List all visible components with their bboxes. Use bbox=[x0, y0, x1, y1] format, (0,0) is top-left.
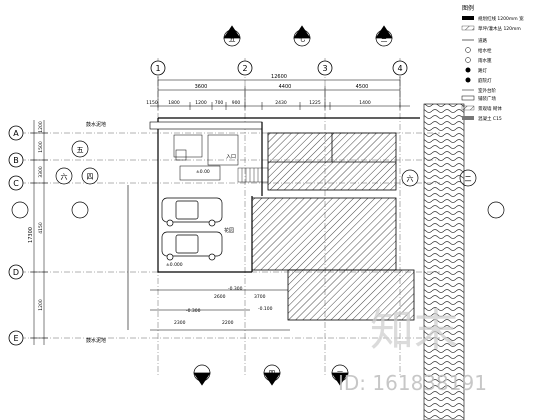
mark-right-1: 六 bbox=[407, 174, 414, 183]
dim-side-4: 4150 bbox=[38, 222, 44, 234]
legend-item-5: 雨水篦 bbox=[478, 57, 492, 64]
dim-sub-4: 900 bbox=[232, 100, 241, 106]
paved-yard bbox=[127, 185, 290, 331]
garden-area-label: 花园 bbox=[224, 227, 234, 234]
section-marks bbox=[11, 25, 505, 386]
legend-item-6: 路灯 bbox=[478, 67, 487, 74]
dim-sub-6: 1225 bbox=[309, 100, 321, 106]
grid-column-bubbles: 1 2 3 4 bbox=[150, 60, 408, 76]
grid-row-a: A bbox=[13, 129, 19, 138]
legend-item-11: 混凝土 C15 bbox=[478, 115, 502, 122]
entrance-rooms bbox=[173, 134, 239, 181]
legend-item-3: 道路 bbox=[478, 37, 487, 44]
dim-sub-2: 1200 bbox=[195, 100, 207, 106]
level-5: ±0.000 bbox=[166, 262, 183, 268]
legend-title: 图例 bbox=[462, 4, 474, 12]
grid-col-2: 2 bbox=[242, 64, 247, 73]
mark-top-2: 七 bbox=[299, 34, 306, 43]
dim-sub-5: 2430 bbox=[275, 100, 287, 106]
legend-item-7: 庭院灯 bbox=[478, 77, 492, 84]
mark-bottom-2: 四 bbox=[269, 370, 276, 378]
grid-row-c: C bbox=[13, 179, 19, 188]
dim-sub-3: 700 bbox=[215, 100, 224, 106]
mark-bottom-1: 一 bbox=[199, 370, 206, 378]
mark-top-1: 五 bbox=[229, 35, 236, 43]
level-4: -0.100 bbox=[258, 306, 273, 312]
dim-2300: 2300 bbox=[174, 320, 186, 326]
mark-top-3: 三 bbox=[381, 35, 388, 43]
legend: 图例 规划红线 1200mm 宽 草坪/灌木丛 120mm 道路 给水栓 雨水篦… bbox=[461, 4, 524, 122]
dim-overall-width: 12600 bbox=[271, 74, 287, 80]
level-1: ±0.00 bbox=[196, 169, 210, 175]
dim-span-2: 4400 bbox=[279, 84, 292, 90]
legend-item-8: 室外台阶 bbox=[478, 87, 496, 94]
watermark-id: ID: 161838191 bbox=[338, 371, 487, 395]
dim-2600: 2600 bbox=[214, 294, 226, 300]
mark-right-2: 二 bbox=[465, 175, 472, 183]
dim-2200: 2200 bbox=[222, 320, 234, 326]
hatched-blocks bbox=[251, 132, 415, 321]
grid-row-b: B bbox=[13, 156, 19, 165]
mark-left-3: 四 bbox=[87, 173, 94, 181]
planting-strip bbox=[423, 103, 465, 420]
parked-cars bbox=[161, 197, 223, 261]
watermark: 知末 ID: 161838191 bbox=[338, 305, 487, 395]
dim-3700: 3700 bbox=[254, 294, 266, 300]
dim-overall-depth: 17300 bbox=[28, 227, 34, 243]
mark-bottom-3: 三 bbox=[337, 370, 344, 378]
level-3: -0.300 bbox=[228, 286, 243, 292]
dim-side-3: 3300 bbox=[38, 166, 44, 178]
section-mark-labels: 五 七 三 五 六 四 六 二 一 四 三 bbox=[61, 34, 472, 378]
mark-left-1: 五 bbox=[77, 146, 84, 154]
dim-span-1: 3600 bbox=[195, 84, 208, 90]
grid-row-bubbles: A B C D E bbox=[8, 125, 24, 346]
entrance-label: 入口 bbox=[226, 154, 236, 160]
legend-item-2: 草坪/灌木丛 120mm bbox=[478, 25, 521, 32]
grid-col-3: 3 bbox=[322, 64, 327, 73]
legend-item-10: 景观墙 砌体 bbox=[478, 105, 502, 112]
top-left-note: 鼓水泥地 bbox=[86, 121, 106, 128]
grid-row-d: D bbox=[13, 268, 19, 277]
annotation-texts: 鼓水泥地 鼓水泥地 入口 花园 ±0.00 -0.300 -0.300 -0.1… bbox=[86, 121, 273, 344]
dim-side-1: 1200 bbox=[38, 121, 44, 133]
grid-col-4: 4 bbox=[397, 64, 402, 73]
dim-sub-7: 1400 bbox=[359, 100, 371, 106]
legend-item-1: 规划红线 1200mm 宽 bbox=[478, 15, 524, 22]
legend-item-4: 给水栓 bbox=[478, 47, 492, 54]
top-dimension-labels: 12600 3600 4400 4500 1150 1800 1200 700 … bbox=[146, 74, 371, 106]
staircase bbox=[237, 167, 269, 183]
dim-side-2: 1500 bbox=[38, 141, 44, 153]
dim-side-5: 1200 bbox=[38, 299, 44, 311]
grid-row-e: E bbox=[13, 334, 18, 343]
grid-col-1: 1 bbox=[155, 64, 160, 73]
bottom-left-note: 鼓水泥地 bbox=[86, 337, 106, 344]
left-dimension-chain bbox=[30, 120, 48, 345]
top-dimension-chain bbox=[150, 76, 410, 110]
dim-sub-1: 1800 bbox=[168, 100, 180, 106]
dim-offset: 1150 bbox=[146, 100, 158, 106]
dim-span-3: 4500 bbox=[356, 84, 369, 90]
left-dimension-labels: 17300 1200 1500 3300 4150 1200 bbox=[28, 121, 44, 311]
level-2: -0.300 bbox=[186, 308, 201, 314]
mark-left-2: 六 bbox=[61, 172, 68, 181]
watermark-brand: 知末 bbox=[370, 305, 458, 356]
legend-item-9: 铺装广场 bbox=[478, 95, 496, 102]
